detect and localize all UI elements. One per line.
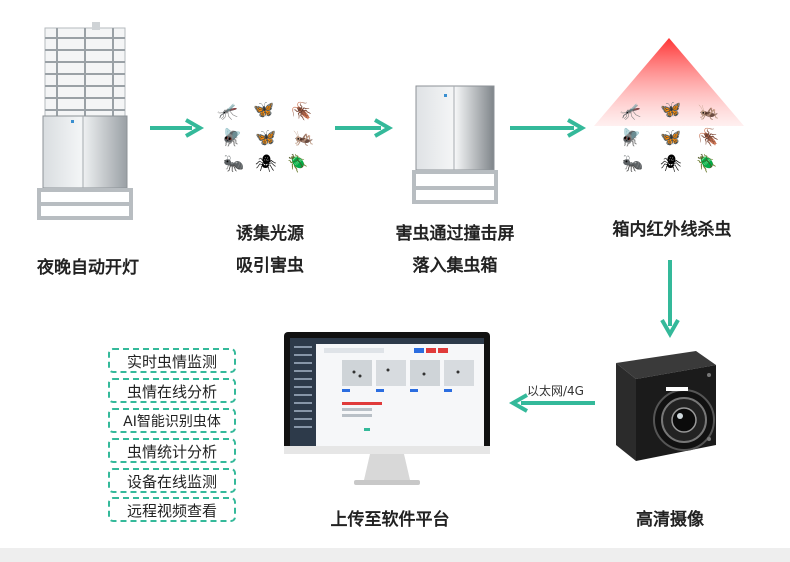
trap-device-collection-illustration: [412, 85, 498, 204]
link-label: 以太网/4G: [527, 384, 584, 398]
fly-icon: 🪰: [620, 128, 642, 148]
mosquito-icon: 🦟: [620, 102, 642, 122]
cricket-icon: 🦗: [293, 128, 315, 148]
beetle-icon: 🪳: [698, 128, 720, 148]
infrared-glow: [594, 38, 744, 126]
flow-arrow: [508, 117, 590, 139]
step-caption-collect-line1: 害虫通过撞击屏: [395, 224, 515, 244]
step-caption-collect: 害虫通过撞击屏 落入集虫箱: [375, 221, 535, 279]
flow-arrow: [148, 117, 206, 139]
flow-arrow: [333, 117, 395, 139]
spider-icon: 🕷: [660, 154, 682, 174]
fly-icon: 🪰: [221, 128, 243, 148]
cricket-icon: 🦗: [698, 102, 720, 122]
mosquito-icon: 🦟: [217, 102, 239, 122]
trap-device-collection: [410, 82, 500, 212]
trap-device-lit: [35, 20, 135, 225]
feature-item: 远程视频查看: [108, 497, 236, 522]
flow-arrow-down: [659, 258, 681, 342]
moth-icon: 🦋: [255, 128, 277, 148]
flow-arrow-left: [505, 392, 597, 414]
step-caption-night-light: 夜晚自动开灯: [37, 258, 139, 278]
moth-icon: 🦋: [253, 100, 275, 120]
beetle-icon: 🪲: [696, 154, 718, 174]
bottom-band: [0, 548, 790, 562]
step-caption-upload: 上传至软件平台: [330, 510, 450, 530]
step-caption-collect-line2: 落入集虫箱: [412, 256, 498, 276]
step-caption-infrared: 箱内红外线杀虫: [612, 220, 732, 240]
monitor-illustration: [284, 332, 490, 485]
step-caption-lure-line1: 诱集光源: [236, 224, 304, 244]
moth-icon: 🦋: [660, 100, 682, 120]
beetle-icon: 🪲: [287, 154, 309, 174]
step-caption-lure-line2: 吸引害虫: [236, 256, 304, 276]
infrared-beam: [594, 38, 744, 132]
feature-item: 实时虫情监测: [108, 348, 236, 373]
feature-item: 虫情统计分析: [108, 438, 236, 463]
beetle-icon: 🪳: [291, 102, 313, 122]
step-caption-lure: 诱集光源 吸引害虫: [200, 221, 340, 279]
feature-item: 虫情在线分析: [108, 378, 236, 403]
ant-icon: 🐜: [223, 154, 245, 174]
spider-icon: 🕷: [255, 154, 277, 174]
camera-icon: [616, 351, 716, 461]
insects-group: 🦟 🦋 🪳 🪰 🦋 🦗 🐜 🕷 🪲: [215, 100, 325, 180]
moth-icon: 🦋: [660, 128, 682, 148]
feature-item: AI智能识别虫体: [108, 408, 236, 433]
monitor: [284, 332, 490, 492]
feature-item: 设备在线监测: [108, 468, 236, 493]
ant-icon: 🐜: [622, 154, 644, 174]
insects-group-killed: 🦟 🦋 🦗 🪰 🦋 🪳 🐜 🕷 🪲: [612, 100, 732, 180]
step-caption-camera: 高清摄像: [636, 510, 704, 530]
hd-camera: [596, 345, 746, 475]
trap-device-lit-illustration: [37, 22, 133, 220]
